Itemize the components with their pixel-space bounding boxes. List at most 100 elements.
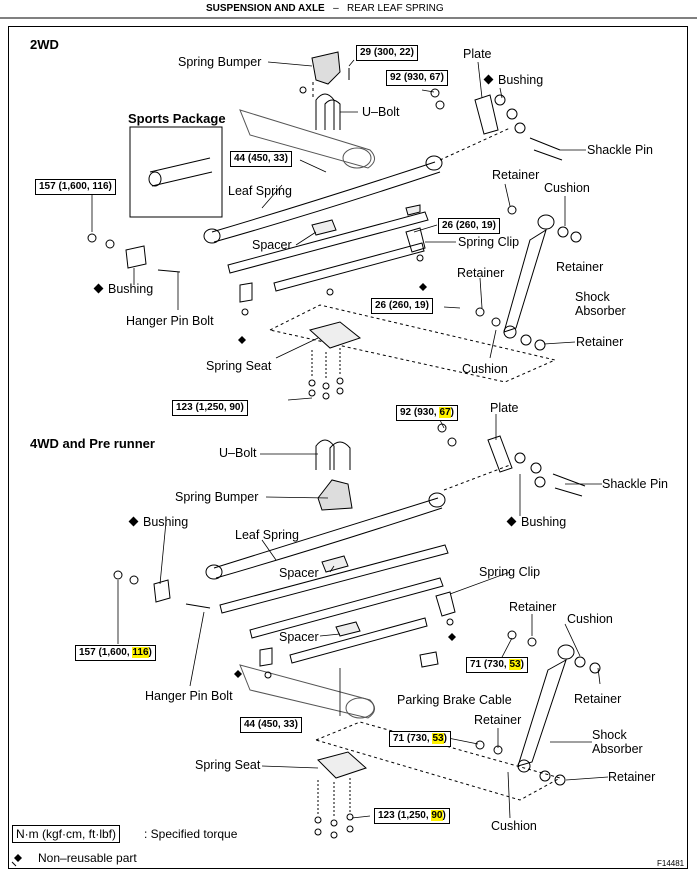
label-parking-cable-4wd: Parking Brake Cable bbox=[397, 693, 512, 707]
label-plate-2wd: Plate bbox=[463, 47, 492, 61]
label-retainer-mid-2wd: Retainer bbox=[457, 266, 505, 280]
torque-highlight: 53 bbox=[509, 659, 521, 670]
spring-seat-4wd bbox=[317, 751, 367, 779]
nonreusable-icon bbox=[483, 74, 494, 85]
torque-157-2wd: 157 (1,600, 116) bbox=[35, 179, 116, 195]
label-retainer-top-2wd: Retainer bbox=[492, 168, 540, 182]
label-spring-clip-4wd: Spring Clip bbox=[479, 565, 541, 579]
label-spring-seat-4wd: Spring Seat bbox=[195, 758, 261, 772]
label-shock-2wd: Shock Absorber bbox=[575, 290, 626, 318]
header-title: SUSPENSION AND AXLE – REAR LEAF SPRING bbox=[206, 3, 444, 14]
u-bolt-2wd bbox=[315, 93, 341, 130]
label-hanger-pin-4wd: Hanger Pin Bolt bbox=[145, 689, 233, 703]
torque-123-2wd: 123 (1,250, 90) bbox=[172, 400, 248, 416]
figure-id: F14481 bbox=[657, 859, 685, 868]
nonreusable-icon bbox=[506, 516, 517, 527]
label-bushing-l-2wd: Bushing bbox=[93, 282, 154, 296]
torque-close: ) bbox=[520, 659, 524, 670]
label-leaf-spring-4wd: Leaf Spring bbox=[235, 528, 299, 542]
torque-close: ) bbox=[443, 733, 447, 744]
torque-close: ) bbox=[442, 810, 446, 821]
label-retainer-right-4wd: Retainer bbox=[574, 692, 622, 706]
label-spacer2-4wd: Spacer bbox=[279, 630, 319, 644]
label-leaf-spring-2wd: Leaf Spring bbox=[228, 184, 292, 198]
leader-lines bbox=[91, 59, 609, 819]
torque-44-4wd: 44 (450, 33) bbox=[240, 717, 302, 733]
torque-26a: 26 (260, 19) bbox=[438, 218, 500, 234]
torque-highlight: 53 bbox=[432, 733, 444, 744]
label-retainer-low-4wd: Retainer bbox=[608, 770, 656, 784]
label-ubolt-4wd: U–Bolt bbox=[219, 446, 257, 460]
label-bushing-r-4wd: Bushing bbox=[506, 515, 567, 529]
section-title-2wd: 2WD bbox=[30, 37, 59, 52]
torque-71b: 71 (730, 53) bbox=[389, 731, 451, 747]
label-bushing-l-4wd: Bushing bbox=[128, 515, 189, 529]
nonreusable-icon bbox=[128, 516, 139, 527]
torque-71a: 71 (730, 53) bbox=[466, 657, 528, 673]
header-topic: REAR LEAF SPRING bbox=[346, 3, 444, 14]
torque-157-4wd: 157 (1,600, 116) bbox=[75, 645, 156, 661]
torque-92-2wd: 92 (930, 67) bbox=[386, 70, 448, 86]
torque-value: 157 (1,600, bbox=[79, 647, 133, 658]
spring-bumper-4wd bbox=[317, 479, 353, 511]
torque-value: 92 (930, bbox=[400, 407, 440, 418]
bushing-text: Bushing bbox=[143, 515, 189, 529]
torque-highlight: 67 bbox=[439, 407, 451, 418]
bushing-text: Bushing bbox=[521, 515, 567, 529]
label-spring-seat-2wd: Spring Seat bbox=[206, 359, 272, 373]
nonreusable-icon bbox=[93, 283, 104, 294]
label-retainer-mid-4wd: Retainer bbox=[474, 713, 522, 727]
label-plate-4wd: Plate bbox=[490, 401, 519, 415]
diagram-frame bbox=[8, 26, 688, 869]
torque-123-4wd: 123 (1,250, 90) bbox=[374, 808, 450, 824]
label-hanger-pin-2wd: Hanger Pin Bolt bbox=[126, 314, 214, 328]
shock-absorber-2wd bbox=[503, 214, 555, 339]
leaf-spring-2wd bbox=[203, 155, 443, 292]
bushing-text: Bushing bbox=[498, 73, 544, 87]
label-spring-bumper-2wd: Spring Bumper bbox=[178, 55, 262, 69]
spring-seat-2wd bbox=[308, 321, 362, 349]
torque-92-4wd: 92 (930, 67) bbox=[396, 405, 458, 421]
header-separator: – bbox=[333, 3, 339, 14]
spring-bumper-2wd bbox=[311, 51, 341, 85]
label-retainer-low-2wd: Retainer bbox=[576, 335, 624, 349]
torque-29: 29 (300, 22) bbox=[356, 45, 418, 61]
torque-value: 123 (1,250, bbox=[378, 810, 432, 821]
torque-26b: 26 (260, 19) bbox=[371, 298, 433, 314]
header-section: SUSPENSION AND AXLE bbox=[206, 3, 325, 14]
shock-absorber-4wd bbox=[517, 644, 575, 773]
label-bushing-r-2wd: Bushing bbox=[483, 73, 544, 87]
label-spring-clip-2wd: Spring Clip bbox=[458, 235, 520, 249]
bushing-text: Bushing bbox=[108, 282, 154, 296]
label-spacer-2wd: Spacer bbox=[252, 238, 292, 252]
axle-housing-4wd bbox=[239, 664, 375, 719]
section-title-4wd: 4WD and Pre runner bbox=[30, 436, 155, 451]
label-shackle-pin-2wd: Shackle Pin bbox=[587, 143, 654, 157]
page-header: SUSPENSION AND AXLE – REAR LEAF SPRING bbox=[0, 0, 697, 18]
label-shock-4wd: Shock Absorber bbox=[592, 728, 643, 756]
u-bolt-4wd bbox=[315, 439, 351, 470]
torque-highlight: 116 bbox=[132, 647, 149, 658]
label-retainer-right-2wd: Retainer bbox=[556, 260, 604, 274]
axle-housing-2wd bbox=[239, 109, 375, 169]
torque-value: 71 (730, bbox=[393, 733, 433, 744]
nonreusable-markers bbox=[234, 283, 456, 678]
leaf-spring-4wd bbox=[205, 492, 449, 664]
label-cushion-low-4wd: Cushion bbox=[491, 819, 537, 833]
label-shackle-pin-4wd: Shackle Pin bbox=[602, 477, 669, 491]
torque-44-2wd: 44 (450, 33) bbox=[230, 151, 292, 167]
torque-highlight: 90 bbox=[431, 810, 443, 821]
legend-torque-unit: N·m (kgf·cm, ft·lbf) bbox=[12, 825, 120, 843]
section-title-sports: Sports Package bbox=[128, 111, 226, 126]
label-cushion-4wd: Cushion bbox=[567, 612, 613, 626]
label-retainer-top-4wd: Retainer bbox=[509, 600, 557, 614]
label-spring-bumper-4wd: Spring Bumper bbox=[175, 490, 259, 504]
label-spacer1-4wd: Spacer bbox=[279, 566, 319, 580]
label-cushion-top-2wd: Cushion bbox=[544, 181, 590, 195]
label-ubolt-2wd: U–Bolt bbox=[362, 105, 400, 119]
torque-close: ) bbox=[450, 407, 454, 418]
torque-close: ) bbox=[148, 647, 152, 658]
legend-nonreusable: Non–reusable part bbox=[38, 851, 137, 865]
label-cushion-low-2wd: Cushion bbox=[462, 362, 508, 376]
